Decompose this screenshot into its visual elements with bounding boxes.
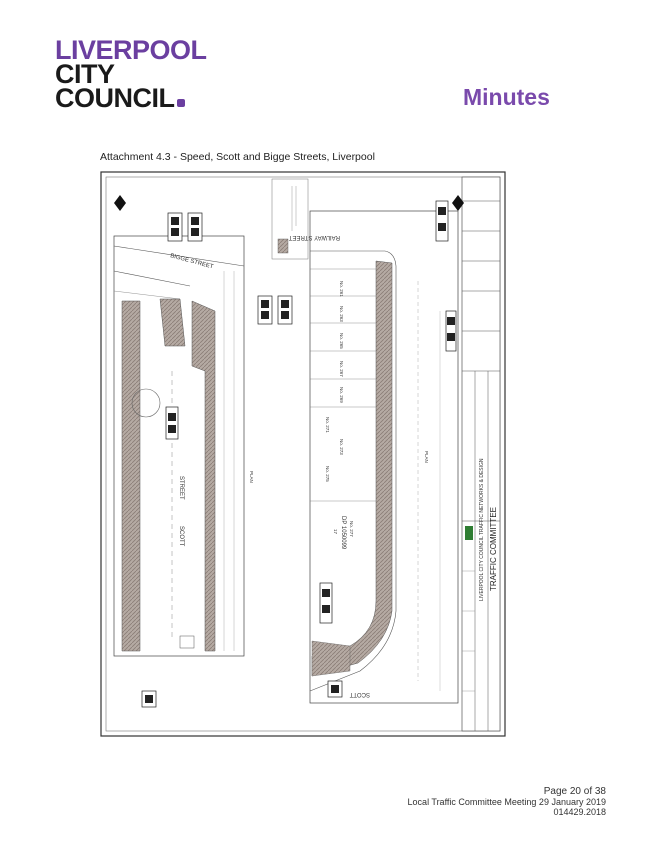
logo-mark-icon <box>176 99 185 107</box>
lot-dp: DP 1050099 <box>340 516 346 550</box>
lot-no265: No. 265 <box>339 333 344 349</box>
council-mark-icon <box>465 526 473 540</box>
lot-no275: No. 275 <box>325 466 330 482</box>
right-plan-label: PLAN <box>424 451 429 463</box>
logo-council-text: COUNCIL <box>55 83 175 113</box>
scott-street-label: SCOTT <box>178 526 184 547</box>
logo-line-council: COUNCIL <box>55 83 207 113</box>
document-title: Minutes <box>463 84 550 110</box>
lot-no271: No. 271 <box>325 417 330 433</box>
traffic-plan-drawing: LIVERPOOL CITY COUNCIL TRAFFIC NETWORKS … <box>100 171 506 737</box>
north-arrow-icon <box>114 195 464 211</box>
traffic-committee-label: TRAFFIC COMMITTEE <box>489 507 498 591</box>
left-street-label: STREET <box>178 476 184 500</box>
legend <box>271 178 309 260</box>
title-block: LIVERPOOL CITY COUNCIL TRAFFIC NETWORKS … <box>461 176 501 732</box>
lot-no261: No. 261 <box>339 281 344 297</box>
lot-no263: No. 263 <box>339 306 344 322</box>
traffic-sign-icons <box>141 200 457 708</box>
scott-bottom-label: SCOTT <box>349 691 370 697</box>
lot-no277: No. 277 <box>349 521 354 537</box>
legend-hatch-swatch <box>277 238 289 254</box>
lot-17: 17 <box>333 529 338 535</box>
page-footer: Page 20 of 38 Local Traffic Committee Me… <box>407 786 606 818</box>
left-plan-label: PLAN <box>249 471 254 483</box>
lot-no267: No. 267 <box>339 361 344 377</box>
council-block-text: LIVERPOOL CITY COUNCIL TRAFFIC NETWORKS … <box>479 458 485 601</box>
council-logo: LIVERPOOL CITY COUNCIL <box>55 35 207 113</box>
meeting-line: Local Traffic Committee Meeting 29 Janua… <box>407 797 606 807</box>
logo-line-city: CITY <box>55 59 115 89</box>
page-number: Page 20 of 38 <box>543 786 606 797</box>
lot-no273: No. 273 <box>339 439 344 455</box>
logo-line-liverpool: LIVERPOOL <box>55 35 207 65</box>
railway-street-label: RAILWAY STREET <box>289 234 340 240</box>
left-plan: BIGGE STREET STREET SCOTT PLAN <box>113 235 254 657</box>
right-plan: RAILWAY STREET No. 261 No. 263 No. 265 N… <box>289 210 459 704</box>
reference-number: 014429.2018 <box>553 807 606 817</box>
lot-no269: No. 269 <box>339 387 344 403</box>
attachment-caption: Attachment 4.3 - Speed, Scott and Bigge … <box>100 151 375 163</box>
